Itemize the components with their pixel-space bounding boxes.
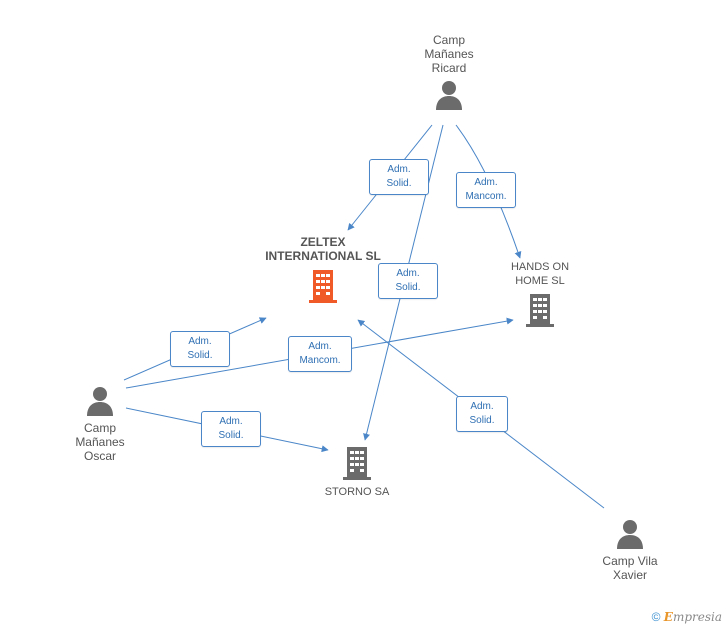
edge-label-line: Adm. (308, 341, 332, 352)
edge-label-line: Adm. (474, 177, 498, 188)
edge-label-line: Solid. (386, 178, 412, 189)
edge-label-xavier-zeltex[interactable]: Adm. Solid. (456, 396, 508, 432)
brand-logo-rest: mpresia (672, 610, 722, 624)
edge-label-line: Adm. (219, 416, 243, 427)
edge-label-line: Solid. (218, 430, 244, 441)
node-label-line: HANDS ON (510, 261, 570, 273)
node-label-line: Xavier (612, 568, 647, 582)
edge-label-line: Mancom. (299, 355, 341, 366)
node-label-line: INTERNATIONAL SL (265, 249, 381, 263)
edge-label-oscar-storno[interactable]: Adm. Solid. (201, 411, 261, 447)
node-xavier[interactable]: Camp Vila Xavier (590, 518, 670, 582)
edge-label-ricard-zeltex[interactable]: Adm. Solid. (369, 159, 429, 195)
edge-label-line: Solid. (395, 282, 421, 293)
node-storno[interactable]: STORNO SA (312, 445, 402, 499)
person-icon (87, 387, 113, 416)
copyright-footer: © Empresia (652, 610, 722, 624)
node-hands[interactable]: HANDS ON HOME SL (495, 260, 585, 328)
node-zeltex[interactable]: ZELTEX INTERNATIONAL SL (248, 235, 398, 304)
edge-label-line: Solid. (469, 415, 495, 426)
edge-label-line: Adm. (387, 164, 411, 175)
node-oscar[interactable]: Camp Mañanes Oscar (60, 385, 140, 463)
edge-label-ricard-storno[interactable]: Adm. Solid. (378, 263, 438, 299)
edge-label-line: Solid. (187, 350, 213, 361)
node-label-line: Camp (83, 421, 116, 435)
node-label-line: Oscar (83, 449, 116, 463)
node-label-line: STORNO SA (324, 486, 390, 498)
node-label-line: ZELTEX (300, 235, 346, 249)
node-label-line: HOME SL (515, 275, 565, 287)
node-label-line: Ricard (431, 61, 467, 75)
node-label-line: Camp Vila (602, 554, 658, 568)
brand-logo: Empresia (664, 610, 722, 624)
person-icon (436, 81, 462, 110)
node-label-line: Camp (432, 33, 465, 47)
edge-label-line: Mancom. (465, 191, 507, 202)
building-icon (343, 447, 371, 480)
brand-logo-initial: E (663, 610, 673, 624)
edge-label-oscar-hands[interactable]: Adm. Mancom. (288, 336, 352, 372)
copyright-icon: © (651, 610, 661, 624)
edge-label-oscar-zeltex[interactable]: Adm. Solid. (170, 331, 230, 367)
building-icon (526, 294, 554, 327)
edge-label-line: Adm. (396, 268, 420, 279)
building-icon (309, 270, 337, 303)
node-ricard[interactable]: Camp Mañanes Ricard (404, 33, 494, 111)
node-label-line: Mañanes (75, 435, 125, 449)
edge-label-ricard-hands[interactable]: Adm. Mancom. (456, 172, 516, 208)
edge-label-line: Adm. (470, 401, 494, 412)
edge-label-line: Adm. (188, 336, 212, 347)
person-icon (617, 520, 643, 549)
node-label-line: Mañanes (424, 47, 474, 61)
